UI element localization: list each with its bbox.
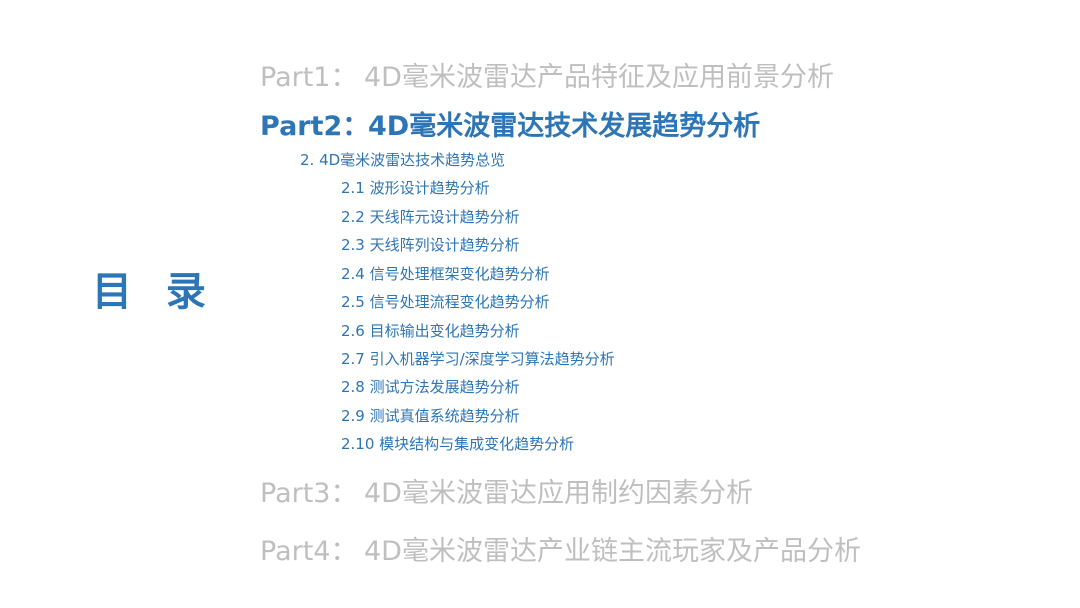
part-label: 4D毫米波雷达产业链主流玩家及产品分析 <box>364 536 861 567</box>
part-number: Part4： <box>260 536 358 567</box>
toc-item-2-4[interactable]: 2.4 信号处理框架变化趋势分析 <box>341 265 550 283</box>
toc-item-2-5[interactable]: 2.5 信号处理流程变化趋势分析 <box>341 293 550 311</box>
toc-item-2-3[interactable]: 2.3 天线阵列设计趋势分析 <box>341 236 520 254</box>
part-label: 4D毫米波雷达应用制约因素分析 <box>364 478 753 509</box>
toc-part-3[interactable]: Part3：4D毫米波雷达应用制约因素分析 <box>260 476 753 512</box>
toc-part2-overview[interactable]: 2. 4D毫米波雷达技术趋势总览 <box>300 151 506 169</box>
toc-item-2-2[interactable]: 2.2 天线阵元设计趋势分析 <box>341 208 520 226</box>
toc-part-1[interactable]: Part1：4D毫米波雷达产品特征及应用前景分析 <box>260 60 834 96</box>
toc-item-2-6[interactable]: 2.6 目标输出变化趋势分析 <box>341 322 520 340</box>
toc-item-2-7[interactable]: 2.7 引入机器学习/深度学习算法趋势分析 <box>341 350 615 368</box>
toc-item-2-8[interactable]: 2.8 测试方法发展趋势分析 <box>341 378 520 396</box>
toc-part-2[interactable]: Part2：4D毫米波雷达技术发展趋势分析 <box>260 109 760 145</box>
toc-part-4[interactable]: Part4：4D毫米波雷达产业链主流玩家及产品分析 <box>260 534 861 570</box>
part-label: 4D毫米波雷达技术发展趋势分析 <box>368 111 761 142</box>
part-number: Part3： <box>260 478 358 509</box>
toc-item-2-10[interactable]: 2.10 模块结构与集成变化趋势分析 <box>341 435 575 453</box>
part-number: Part2： <box>260 111 370 142</box>
toc-item-2-9[interactable]: 2.9 测试真值系统趋势分析 <box>341 407 520 425</box>
toc-title: 目 录 <box>92 269 216 315</box>
toc-item-2-1[interactable]: 2.1 波形设计趋势分析 <box>341 179 490 197</box>
part-number: Part1： <box>260 62 358 93</box>
part-label: 4D毫米波雷达产品特征及应用前景分析 <box>364 62 834 93</box>
